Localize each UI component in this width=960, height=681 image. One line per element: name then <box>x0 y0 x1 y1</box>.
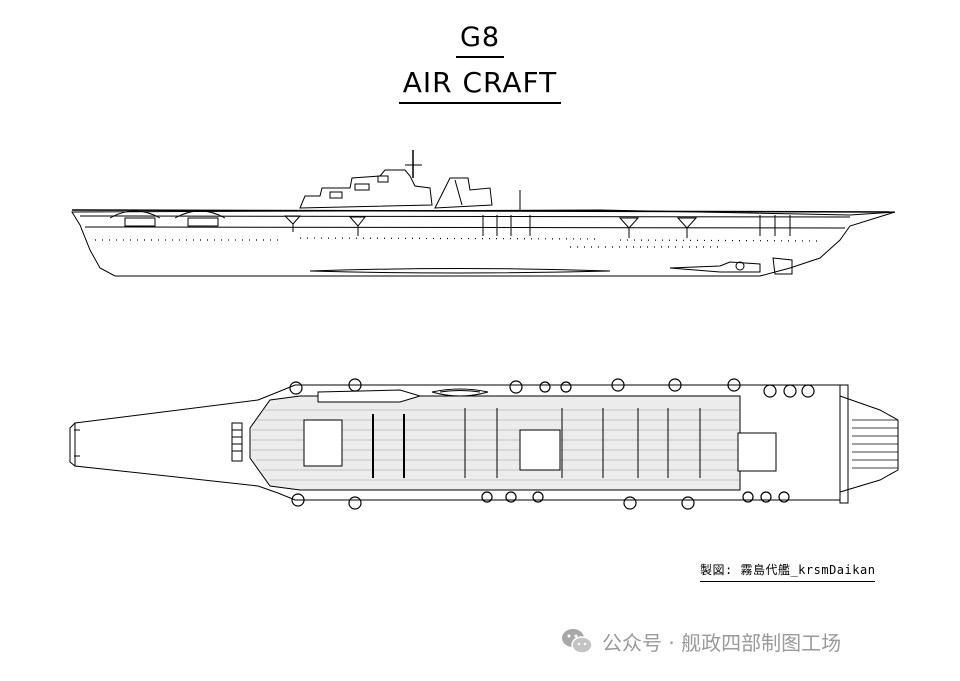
side-profile <box>71 150 896 277</box>
propellers-rudder <box>669 257 793 275</box>
aa-mounts-starboard <box>291 491 790 510</box>
flight-deck-plan <box>69 378 899 510</box>
forward-elevator <box>303 419 343 467</box>
wechat-icon <box>562 629 593 654</box>
midship-elevator <box>519 429 561 471</box>
aft-elevator <box>737 432 777 472</box>
aa-mounts-port <box>289 378 815 398</box>
funnel <box>434 177 493 209</box>
arrestor-wires <box>372 414 405 478</box>
subtitle-text: AIR CRAFT <box>398 66 562 104</box>
portholes <box>95 237 821 248</box>
watermark-text: 公众号 · 舰政四部制图工场 <box>602 630 842 655</box>
plan-island <box>317 389 422 403</box>
drawing-subtitle: AIR CRAFT <box>0 66 960 104</box>
hull-outline <box>71 209 896 277</box>
deck-cross-wires <box>464 408 701 478</box>
drawing-credit: 製図: 霧島代艦_krsmDaikan <box>700 561 876 582</box>
sponson-guns <box>283 215 791 238</box>
title-text: G8 <box>455 22 505 58</box>
island-superstructure <box>299 169 433 209</box>
watermark: 公众号 · 舰政四部制图工场 <box>560 624 841 658</box>
drawing-title: G8 <box>0 22 960 58</box>
bow-ventilators <box>231 422 243 462</box>
